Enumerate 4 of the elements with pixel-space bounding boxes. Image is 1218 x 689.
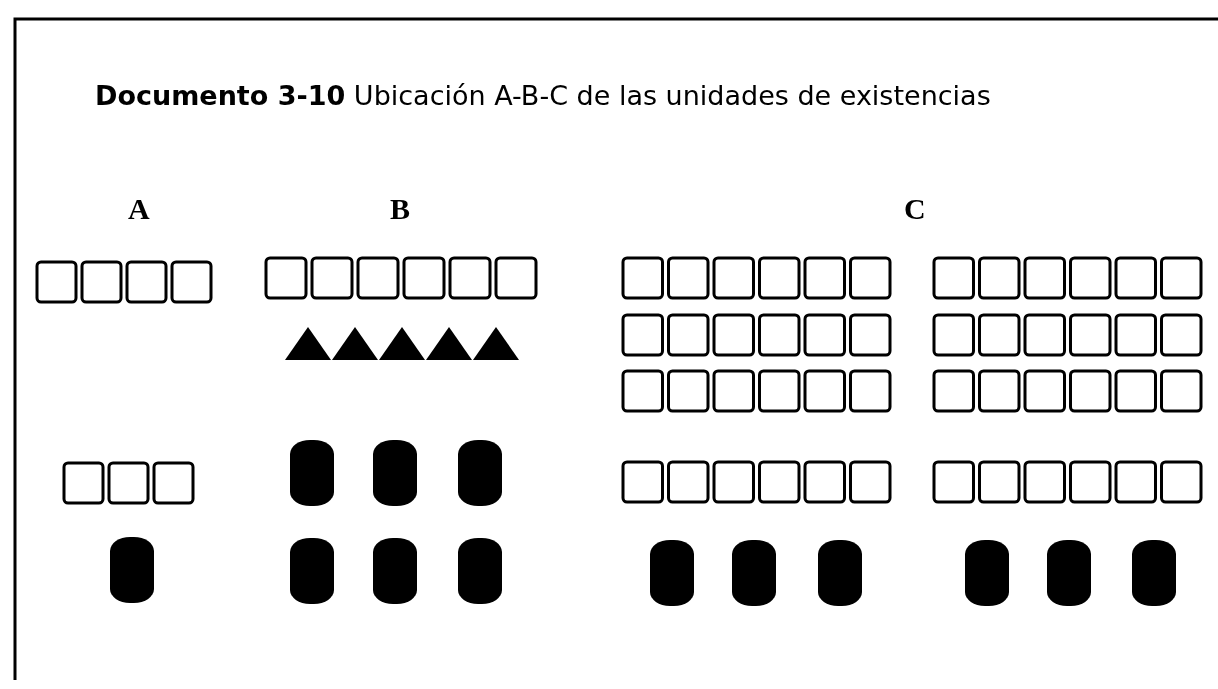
figure-title: Documento 3-10 Ubicación A-B-C de las unidades de existencias [95,80,991,111]
zone-label: B [390,192,410,226]
zone-label: C [904,192,926,226]
zone-label: A [128,192,150,226]
